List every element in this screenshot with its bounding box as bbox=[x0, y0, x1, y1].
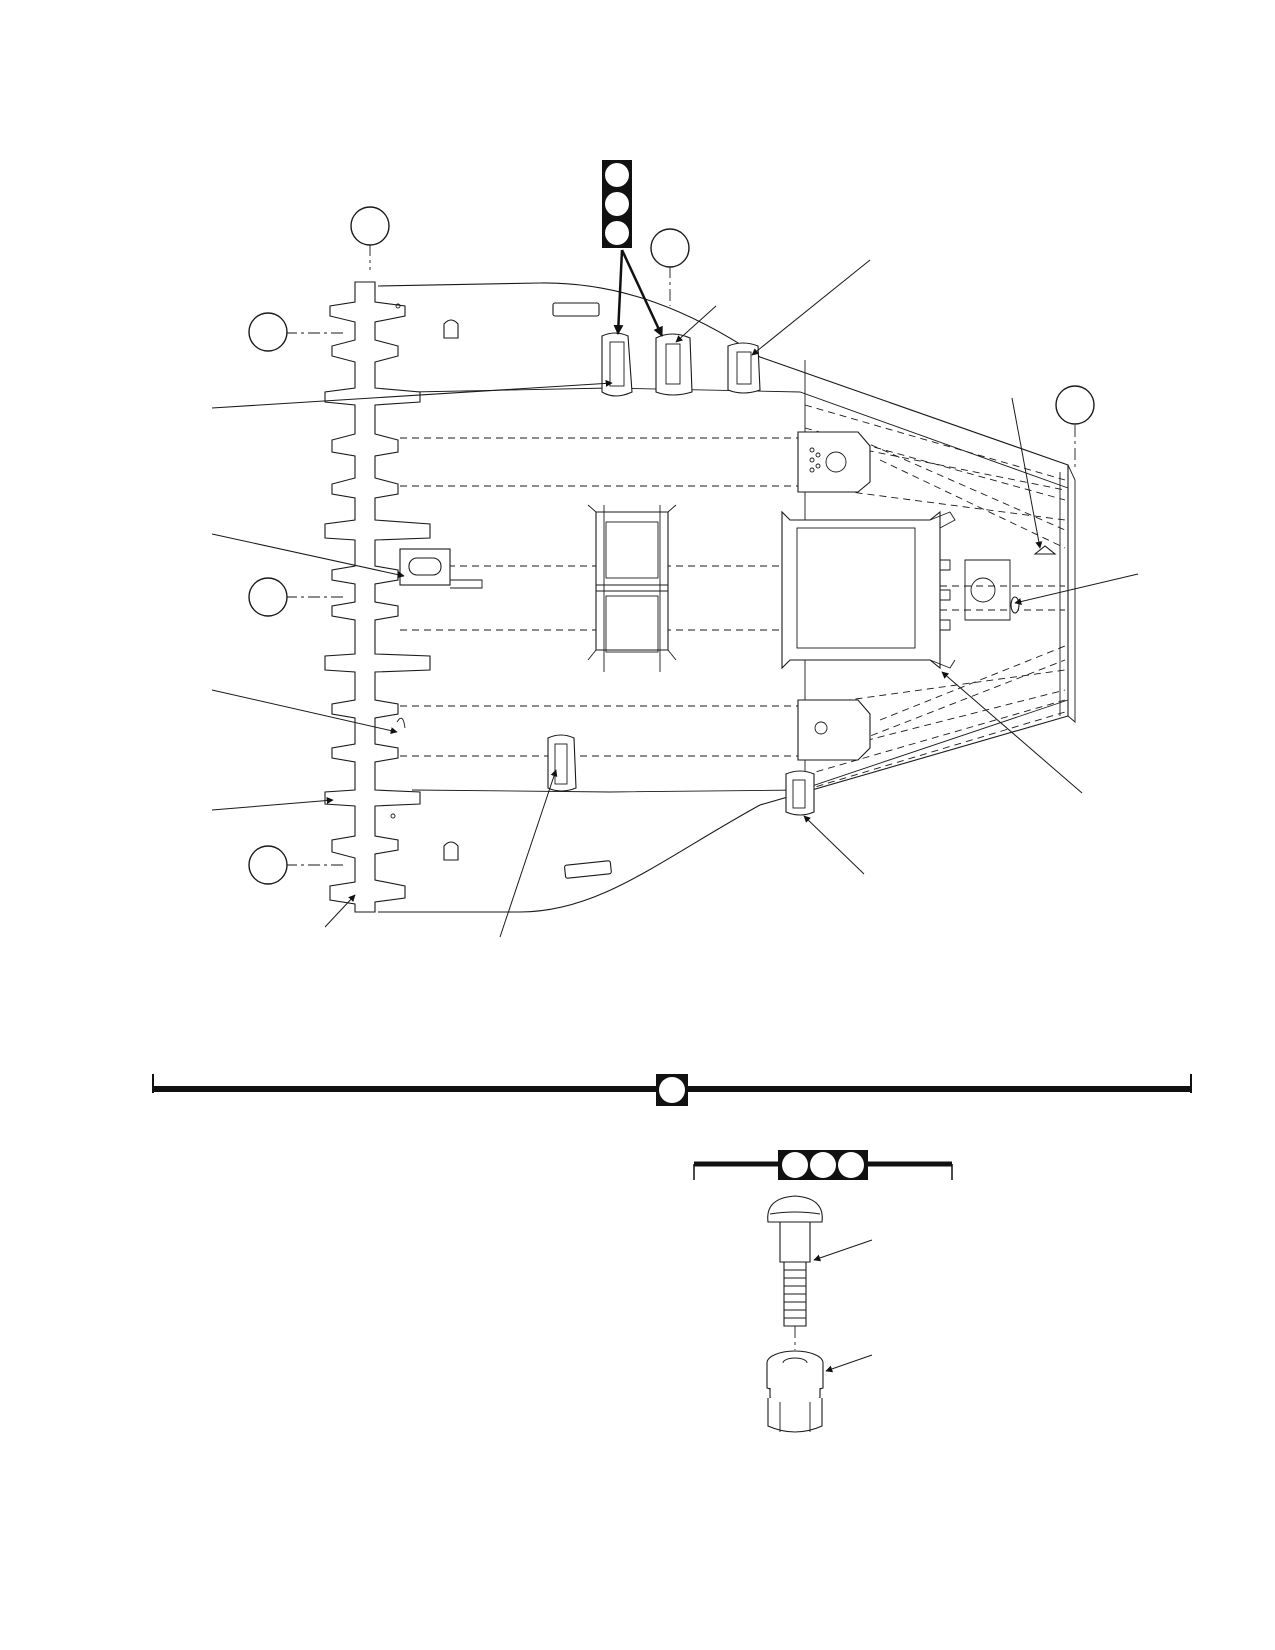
lightening-holes-upper bbox=[601, 332, 761, 397]
frame-bulkhead bbox=[324, 281, 431, 913]
tab-bottom bbox=[443, 841, 459, 861]
nut-insert bbox=[766, 1350, 824, 1433]
leader-lines bbox=[211, 259, 1139, 938]
callout-bubble-right bbox=[1055, 385, 1095, 425]
index-tab-vertical bbox=[602, 160, 664, 337]
callout-bubbles bbox=[248, 206, 1095, 885]
detail-view bbox=[693, 1150, 953, 1433]
callout-bubble-top bbox=[350, 206, 390, 246]
section-divider bbox=[152, 1074, 1192, 1106]
center-cutouts bbox=[587, 504, 677, 672]
callout-bubble-left-2 bbox=[248, 577, 288, 617]
slot-top bbox=[552, 302, 600, 317]
fitting-hole bbox=[970, 577, 996, 603]
stringers bbox=[400, 404, 1066, 791]
divider-circle bbox=[659, 1077, 685, 1103]
small-nut bbox=[1033, 545, 1057, 555]
panel-outline bbox=[377, 282, 1069, 913]
callout-bubble-left-1 bbox=[248, 312, 288, 352]
callout-bubble-center bbox=[650, 228, 690, 268]
slot-bottom bbox=[564, 860, 612, 879]
lower-bracket bbox=[797, 699, 871, 761]
tab-top bbox=[443, 319, 459, 339]
structural-panel bbox=[285, 244, 1076, 913]
large-access-opening bbox=[781, 510, 956, 670]
upper-bracket bbox=[797, 431, 871, 493]
lightening-holes-lower bbox=[547, 734, 815, 816]
callout-bubble-left-3 bbox=[248, 845, 288, 885]
bolt bbox=[767, 1195, 823, 1327]
